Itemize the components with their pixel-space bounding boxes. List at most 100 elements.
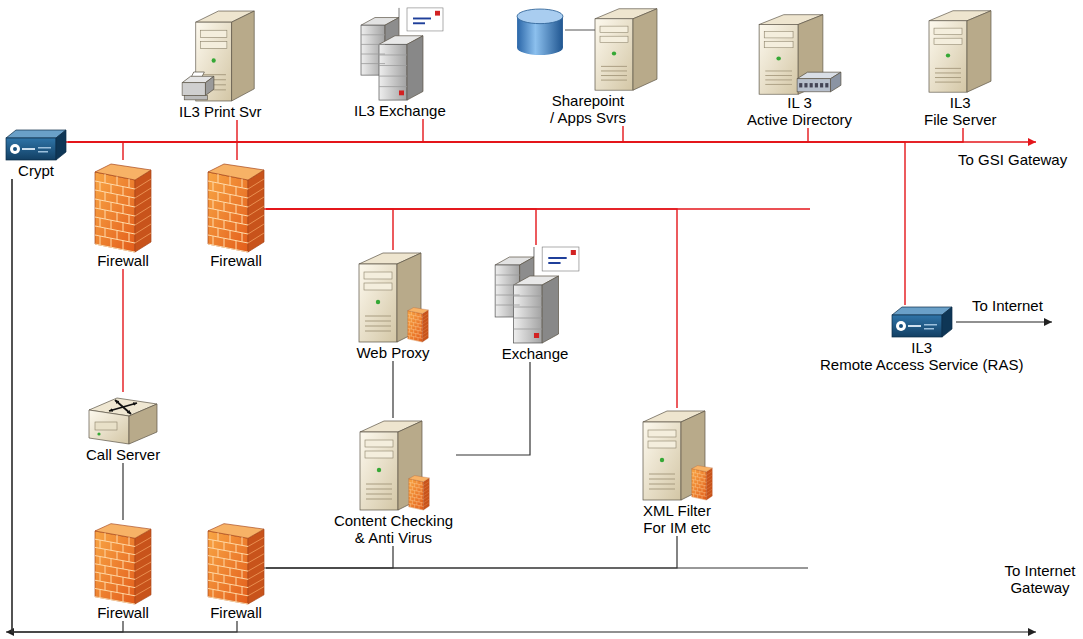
- remote-access-device: IL3Remote Access Service (RAS): [820, 305, 1023, 373]
- firewall-icon: [135, 179, 151, 189]
- firewall-icon: [408, 321, 423, 324]
- firewall-icon: [208, 531, 248, 604]
- firewall-icon: [420, 320, 421, 324]
- exchange-icon: [407, 8, 443, 31]
- server-icon: [946, 54, 950, 58]
- firewall-icon: [123, 241, 124, 250]
- exchange-icon: [571, 250, 576, 255]
- firewall-icon: [230, 568, 231, 576]
- firewall: Firewall: [93, 520, 153, 621]
- crypto-icon: [38, 147, 51, 149]
- server-icon: [649, 474, 675, 475]
- firewall-icon: [248, 570, 264, 579]
- firewall-icon: [117, 230, 118, 239]
- firewall-icon: [248, 587, 264, 596]
- firewall-icon: [117, 535, 118, 543]
- firewall-icon: [224, 220, 225, 229]
- server-icon: [601, 70, 627, 71]
- firewall-icon: [129, 537, 130, 545]
- firewall-icon: [422, 313, 428, 317]
- firewall-icon: [100, 557, 101, 565]
- server-icon: [201, 41, 227, 48]
- firewall-icon: [218, 549, 219, 557]
- firewall-icon: [111, 184, 112, 193]
- firewall-icon: [411, 494, 412, 498]
- firewall-icon: [105, 192, 106, 201]
- firewall-icon: [105, 549, 106, 557]
- firewall-icon: [213, 540, 214, 548]
- network-switch-icon: [804, 83, 807, 87]
- firewall-icon: [111, 202, 112, 211]
- crypto-icon: [13, 147, 17, 151]
- firewall-icon: [418, 484, 419, 488]
- firewall-icon: [693, 480, 694, 484]
- server-icon: [376, 300, 380, 304]
- firewall-icon: [206, 160, 266, 252]
- server-icon: [365, 326, 391, 327]
- server-icon: [365, 451, 393, 458]
- firewall-icon: [423, 485, 429, 489]
- firewall-icon: [693, 473, 694, 477]
- server-icon: [365, 440, 393, 447]
- network-link: [68, 126, 623, 142]
- server-icon: [365, 331, 391, 332]
- firewall-icon: [411, 479, 412, 483]
- firewall-icon: [236, 561, 237, 569]
- mail-server-icon: [355, 6, 445, 102]
- crypto-icon: [22, 148, 35, 150]
- firewall-icon: [123, 561, 124, 569]
- server-icon: [365, 321, 391, 322]
- firewall-icon: [702, 474, 703, 478]
- firewall-icon: [100, 182, 101, 191]
- firewall-icon: [208, 597, 248, 604]
- firewall-icon: [100, 589, 101, 597]
- switch-icon: [115, 400, 123, 407]
- firewall-icon: [236, 187, 237, 196]
- firewall-icon: [111, 591, 112, 599]
- firewall-icon: [93, 520, 153, 604]
- firewall-icon: [248, 206, 264, 216]
- firewall-icon: [129, 586, 130, 594]
- switch-icon: [123, 407, 131, 414]
- server-icon: [366, 484, 392, 485]
- gateway-label: To GSI Gateway: [958, 151, 1067, 168]
- firewall-icon: [248, 224, 264, 234]
- firewall-icon: [230, 194, 231, 203]
- firewall-icon: [218, 192, 219, 201]
- network-link: [68, 120, 237, 142]
- exchange-icon: [514, 307, 543, 308]
- firewall-icon: [706, 475, 712, 479]
- firewall-icon: [695, 469, 696, 473]
- server-icon: [600, 26, 628, 32]
- firewall-icon: [248, 233, 264, 243]
- firewall-icon: [242, 179, 243, 188]
- firewall: Firewall: [206, 160, 266, 269]
- firewall-icon: [420, 481, 421, 485]
- network-switch-icon: [825, 83, 828, 87]
- firewall-icon: [242, 586, 243, 594]
- exchange-icon: [542, 276, 558, 343]
- switch-icon: [97, 432, 100, 435]
- firewall-icon: [123, 205, 124, 214]
- firewall-icon: [410, 490, 411, 494]
- firewall-icon: [422, 310, 428, 342]
- firewall-icon: [692, 466, 713, 472]
- firewall-icon: [135, 570, 151, 579]
- crypto-icon: [924, 324, 937, 326]
- firewall-icon: [105, 566, 106, 574]
- firewall-icon: [248, 578, 264, 587]
- exchange-icon: [361, 34, 385, 35]
- server-icon: [601, 66, 627, 67]
- firewall-icon: [409, 329, 410, 333]
- firewall-icon: [697, 495, 698, 499]
- exchange-icon: [435, 11, 440, 16]
- node-label: Firewall: [210, 604, 262, 621]
- firewall-icon: [408, 476, 429, 482]
- printer-icon: [206, 76, 214, 95]
- firewall-icon: [422, 324, 428, 328]
- firewall-icon: [224, 184, 225, 193]
- database-icon: [517, 9, 563, 24]
- call-server-icon: [87, 392, 159, 446]
- server-icon: [232, 11, 255, 101]
- server-icon: [366, 494, 392, 495]
